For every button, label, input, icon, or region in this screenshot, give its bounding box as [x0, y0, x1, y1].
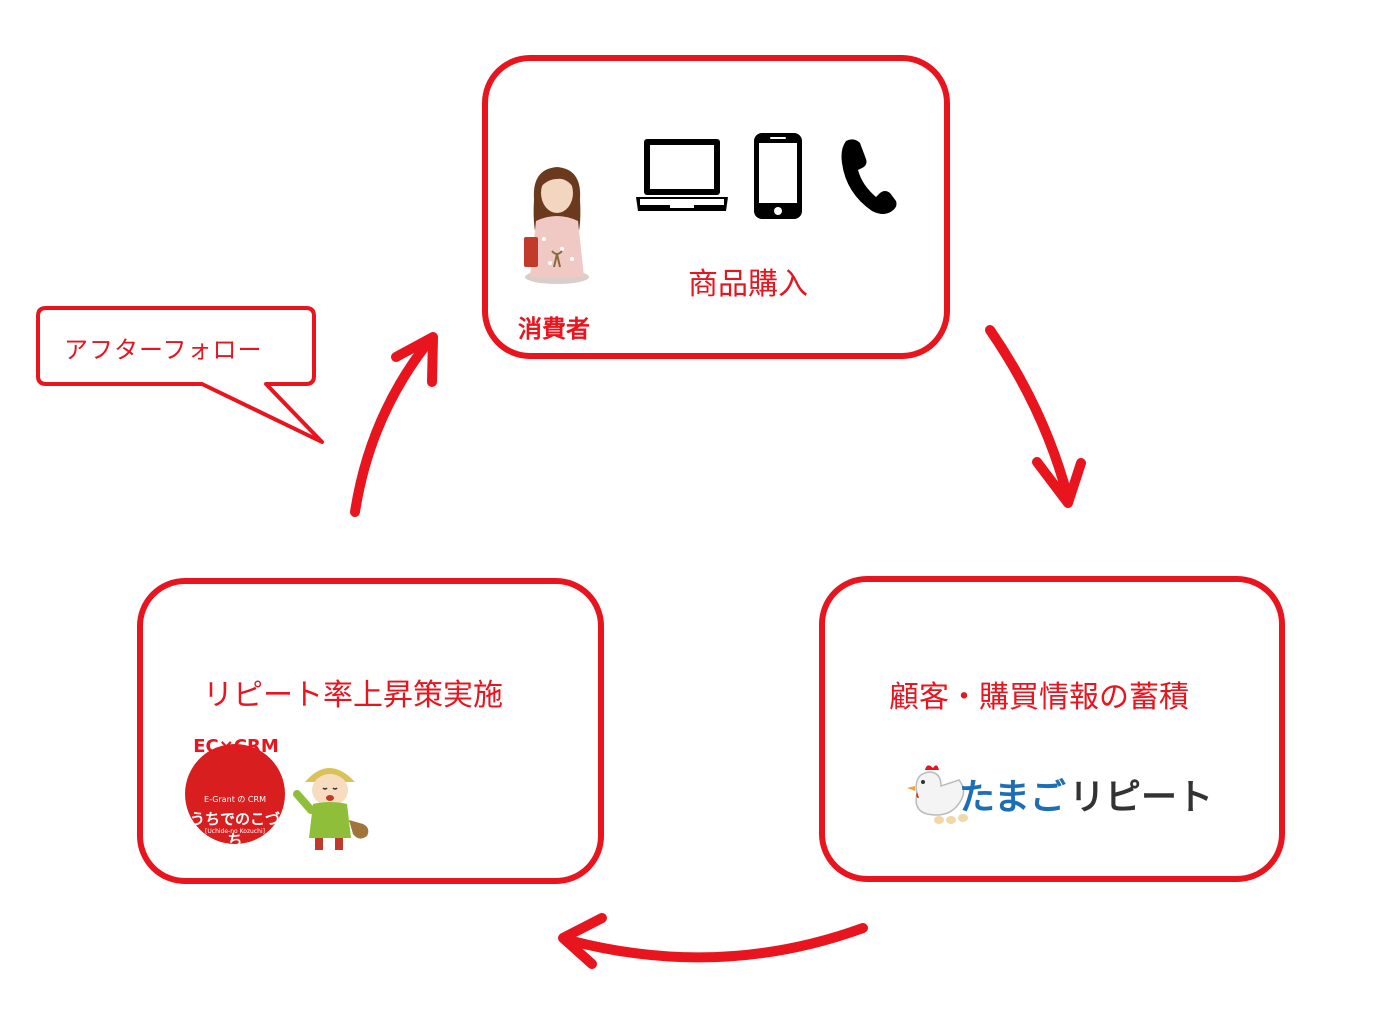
phone-icon [841, 139, 897, 214]
arrow-head-2 [558, 913, 607, 969]
repeat-box: リピート率上昇策実施 EC×CRM E-Grant の CRM うちでのこづち … [137, 578, 604, 884]
repeat-label: リピート率上昇策実施 [203, 678, 503, 713]
brand-logo-part1: たまご [959, 777, 1066, 818]
purchase-label: 商品購入 [688, 267, 808, 302]
arrow-purchase-to-accumulate [985, 325, 1073, 503]
chicken-icon [907, 765, 968, 824]
crm-badge-main: うちでのこづち [189, 810, 280, 849]
crm-badge-sub: [Uchide-no Kozuchi] [205, 828, 265, 835]
callout-label: アフターフォロー [64, 336, 263, 364]
callout-bubble [36, 306, 324, 444]
crm-badge-top: EC×CRM [193, 736, 279, 757]
consumer-label: 消費者 [518, 315, 590, 343]
accumulate-label: 顧客・購買情報の蓄積 [889, 680, 1189, 715]
purchase-box: 消費者 商品購入 [482, 55, 950, 359]
brand-logo-part2: リピート [1069, 777, 1214, 818]
crm-badge [185, 744, 285, 844]
smartphone-icon [754, 133, 802, 219]
crm-badge-mid: E-Grant の CRM [204, 795, 266, 804]
arrow-head-1 [1032, 457, 1086, 508]
mascot-character [293, 768, 369, 850]
arrow-accumulate-to-repeat [563, 923, 868, 963]
laptop-icon [636, 139, 728, 211]
accumulate-box: 顧客・購買情報の蓄積 たまご リピート [819, 576, 1285, 882]
consumer-avatar [524, 167, 589, 284]
arrow-repeat-to-purchase [350, 335, 435, 517]
arrow-head-3 [391, 332, 438, 387]
